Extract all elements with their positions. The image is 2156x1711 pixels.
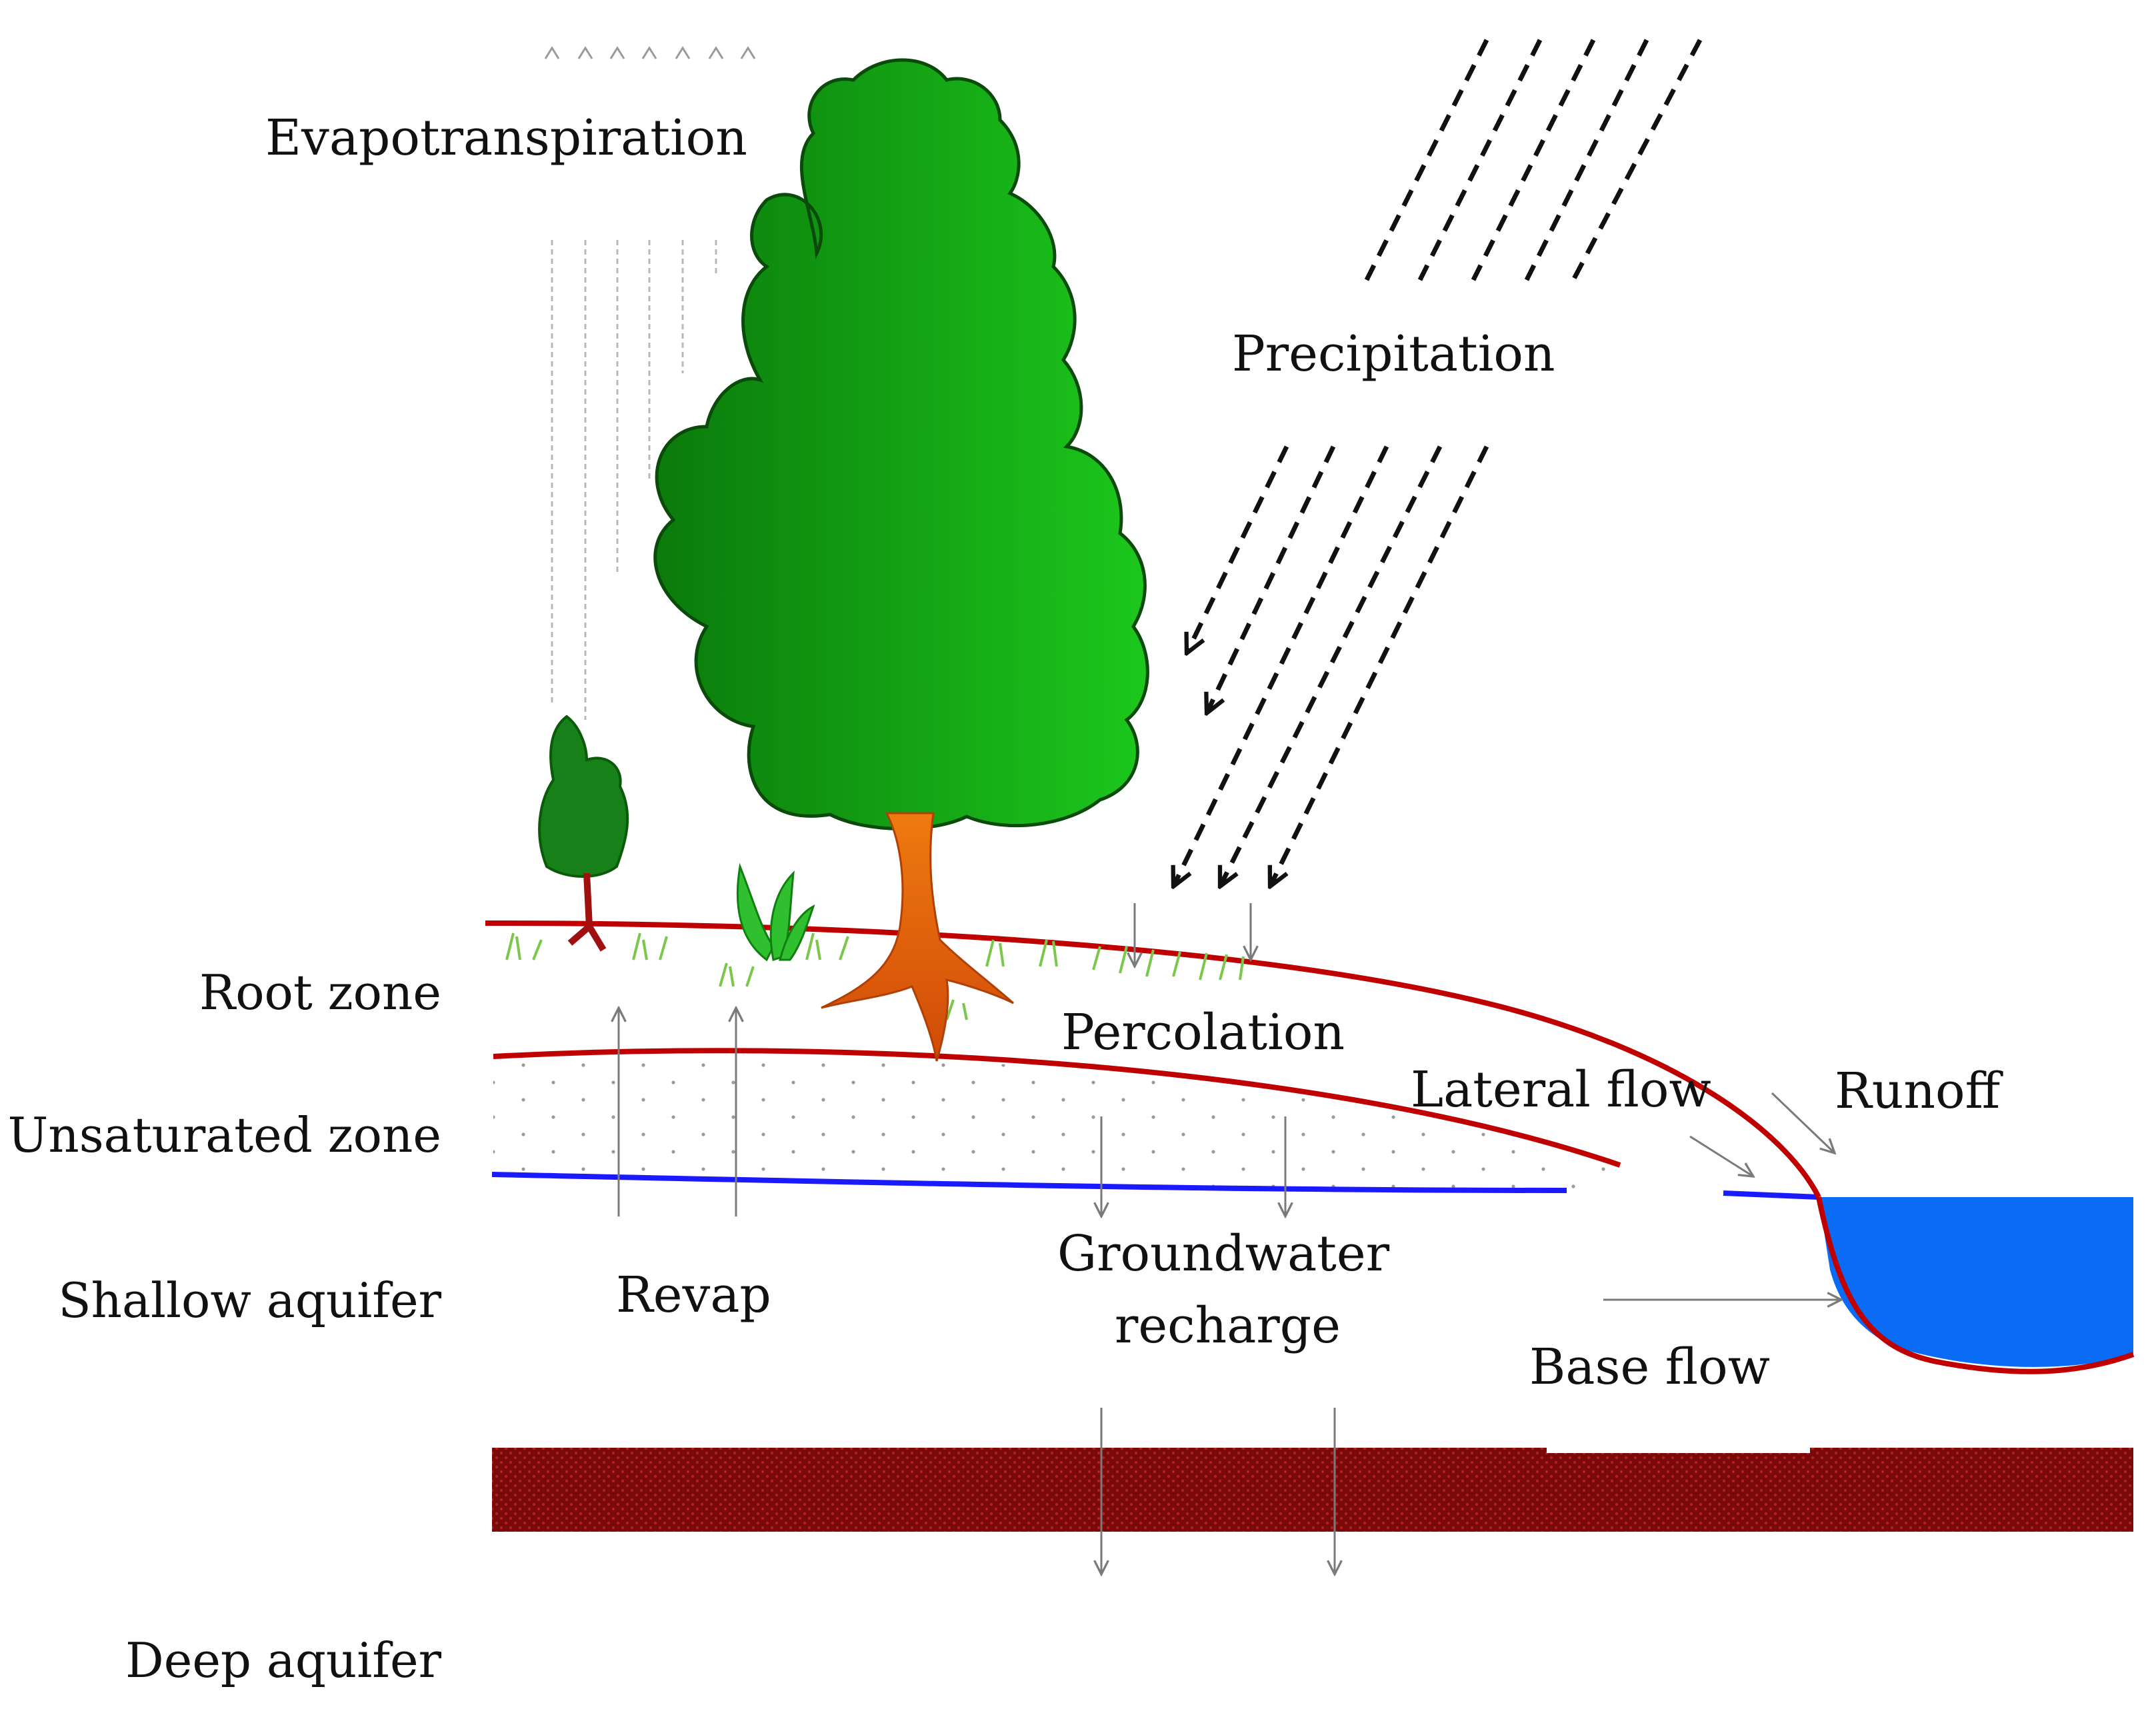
unsaturated-zone-fill (493, 1052, 1613, 1193)
lateral-flow-arrow (1689, 1135, 1753, 1176)
shallow-aquifer-label: Shallow aquifer (58, 1272, 441, 1328)
confining-layer (492, 1448, 2133, 1532)
precipitation-upper-lines (1364, 39, 1703, 281)
evapotranspiration-lines (551, 240, 717, 720)
percolation-label: Percolation (1061, 1004, 1345, 1061)
lateral-flow-label: Lateral flow (1411, 1061, 1711, 1118)
runoff-arrow (1771, 1092, 1835, 1153)
deep-aquifer-label: Deep aquifer (125, 1632, 442, 1688)
water-table-line (491, 1172, 1819, 1200)
precipitation-lower-arrows (1173, 445, 1489, 886)
base-flow-label: Base flow (1529, 1338, 1770, 1396)
evapotranspiration-arrowheads (544, 46, 756, 59)
root-zone-label: Root zone (199, 964, 441, 1020)
evapotranspiration-label: Evapotranspiration (265, 109, 747, 167)
precipitation-label: Precipitation (1232, 325, 1555, 383)
grass-tufts (505, 932, 1245, 1020)
small-tree (538, 715, 629, 952)
large-tree (653, 58, 1149, 1062)
grass-plant (736, 862, 815, 962)
revap-label: Revap (616, 1266, 771, 1324)
stream-water (1819, 1197, 2133, 1367)
process-arrows (619, 903, 1841, 1574)
unsaturated-zone-label: Unsaturated zone (8, 1107, 441, 1163)
runoff-label: Runoff (1835, 1062, 2004, 1120)
groundwater-recharge-label-line1: Groundwater (1057, 1225, 1390, 1282)
groundwater-recharge-label-line2: recharge (1115, 1297, 1341, 1354)
